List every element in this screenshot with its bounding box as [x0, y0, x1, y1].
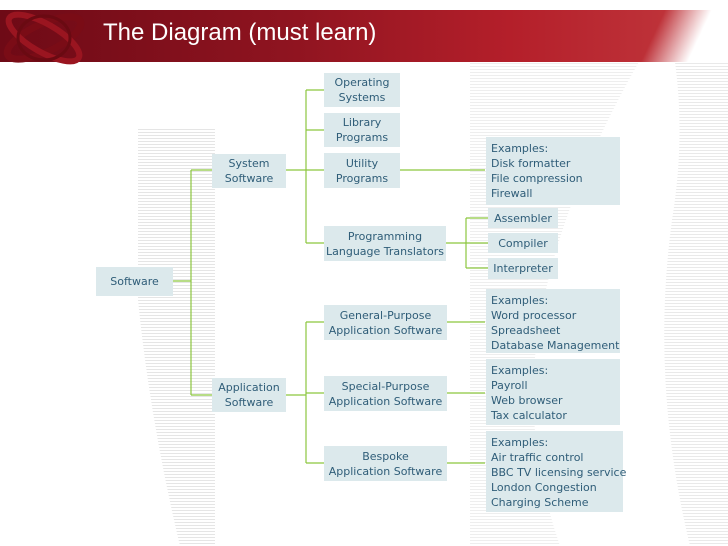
examples-heading: Examples:	[491, 436, 549, 449]
example-item: Word processor	[491, 309, 577, 322]
example-item: BBC TV licensing service	[491, 466, 627, 479]
example-item: Firewall	[491, 187, 533, 200]
example-item: Tax calculator	[491, 409, 567, 422]
example-item: Database Management	[491, 339, 620, 352]
node-programming-language-translators: Programming Language Translators	[324, 226, 446, 261]
node-application-software: Application Software	[212, 378, 286, 412]
title-bar	[0, 10, 728, 62]
example-item: Payroll	[491, 379, 528, 392]
examples-heading: Examples:	[491, 364, 549, 377]
examples-special-purpose: Examples: Payroll Web browser Tax calcul…	[486, 359, 620, 425]
example-item: Air traffic control	[491, 451, 584, 464]
node-interpreter: Interpreter	[488, 258, 558, 279]
example-item: Disk formatter	[491, 157, 571, 170]
examples-utility: Examples: Disk formatter File compressio…	[486, 137, 620, 205]
title-bar-fade	[618, 10, 728, 62]
node-library-programs: Library Programs	[324, 113, 400, 147]
example-item: Charging Scheme	[491, 496, 589, 509]
slide-title: The Diagram (must learn)	[103, 19, 377, 46]
example-item: London Congestion	[491, 481, 597, 494]
examples-general-purpose: Examples: Word processor Spreadsheet Dat…	[486, 289, 620, 353]
examples-heading: Examples:	[491, 294, 549, 307]
node-system-software: System Software	[212, 154, 286, 188]
example-item: Spreadsheet	[491, 324, 561, 337]
example-item: File compression	[491, 172, 583, 185]
examples-heading: Examples:	[491, 142, 549, 155]
node-software: Software	[96, 267, 173, 296]
examples-bespoke: Examples: Air traffic control BBC TV lic…	[486, 431, 627, 512]
node-general-purpose: General-Purpose Application Software	[324, 305, 447, 340]
node-special-purpose: Special-Purpose Application Software	[324, 376, 447, 411]
node-bespoke: Bespoke Application Software	[324, 446, 447, 481]
node-utility-programs: Utility Programs	[324, 153, 400, 188]
orbit-logo-icon	[3, 11, 85, 65]
node-compiler: Compiler	[488, 233, 558, 253]
example-item: Web browser	[491, 394, 563, 407]
node-operating-systems: Operating Systems	[324, 73, 400, 107]
node-assembler: Assembler	[488, 208, 558, 228]
